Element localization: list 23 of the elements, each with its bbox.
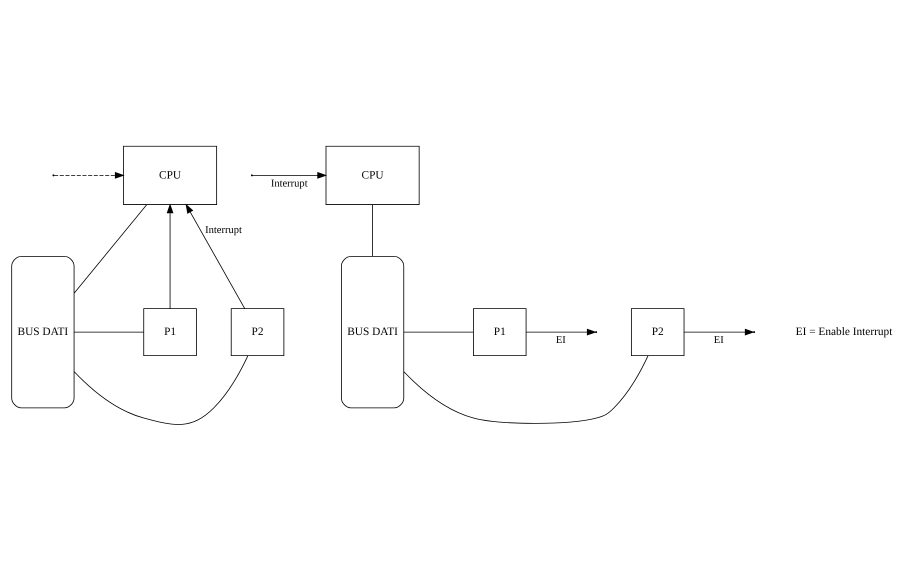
- edge-label: EI: [556, 334, 566, 346]
- edge-label: Interrupt: [205, 224, 242, 236]
- connector: [403, 331, 474, 332]
- node-box: BUS DATI: [11, 256, 74, 408]
- node-box: BUS DATI: [340, 256, 404, 408]
- arrow: [252, 172, 328, 178]
- node-box: CPU: [123, 145, 218, 204]
- connector: [74, 331, 144, 332]
- edge-label: EI: [714, 334, 724, 346]
- edge-label: Interrupt: [270, 178, 308, 189]
- node-box: P1: [143, 308, 197, 356]
- connector: [74, 354, 248, 424]
- connector: [403, 354, 648, 424]
- node-box: P2: [630, 308, 684, 356]
- arrow: [166, 203, 174, 308]
- arrow: [54, 172, 125, 178]
- connector: [372, 204, 373, 256]
- node-box: P2: [230, 308, 284, 356]
- label: EI = Enable Interrupt: [796, 326, 892, 338]
- node-box: P1: [473, 308, 526, 356]
- node-box: CPU: [326, 145, 420, 204]
- arrow: [186, 203, 246, 308]
- connector: [74, 204, 148, 293]
